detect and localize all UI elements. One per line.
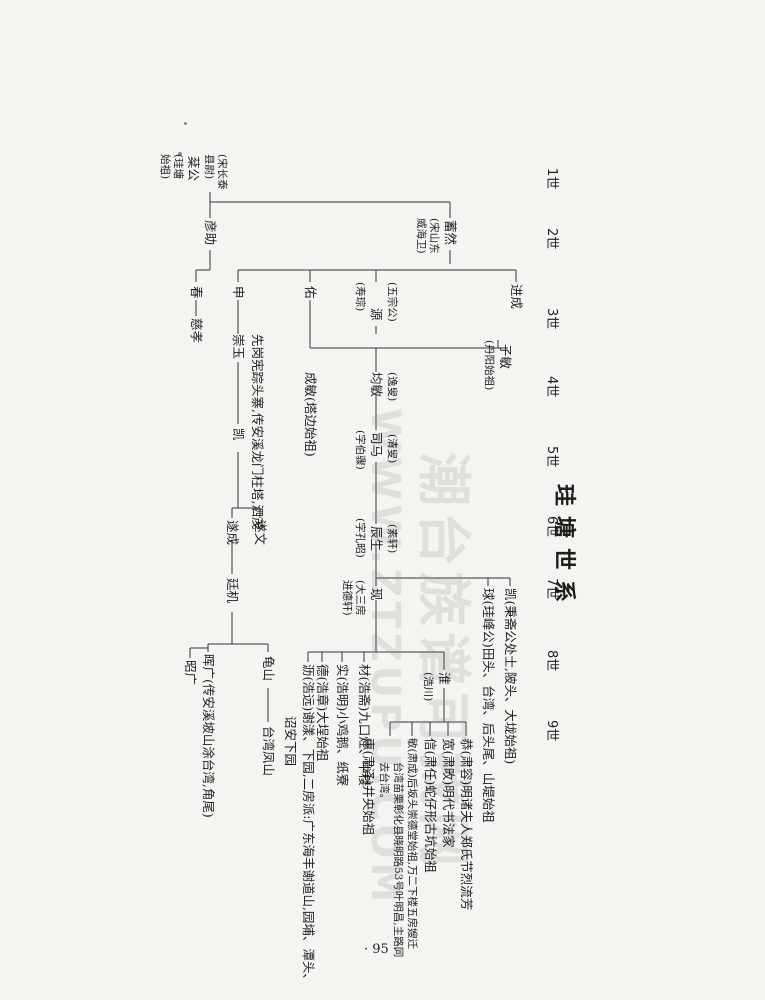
g4-name: 均敏 [369, 372, 384, 398]
g8-name: 昭广 [183, 660, 198, 686]
g4-note: (丹阳始祖) [483, 340, 495, 391]
g1-note: 始祖) [159, 154, 171, 180]
scan-speck [184, 122, 187, 125]
g7-name: 球(珪峰公)田头、台湾、后头尾、山堤始祖 [481, 588, 496, 823]
g6-note: (字孔昭) [354, 518, 366, 558]
generation-header-8: 8世 [544, 650, 559, 672]
g3-name: 慈孝 [189, 318, 204, 344]
g8-name: 龟山 [261, 656, 276, 682]
g8-note: 诏安下园 [283, 716, 298, 767]
generation-header-2: 2世 [544, 228, 559, 250]
g8-name: 实(浩明)小鸡鹅、纸寮 [335, 664, 350, 787]
g3-note: (五宗公) [386, 282, 398, 322]
g7-note: 进德轩) [341, 580, 353, 616]
g3-note: (寿琮) [354, 282, 366, 312]
g4-name: 成敏(塔边始祖) [303, 372, 318, 457]
genealogy-tree: 珪塘世系 潮台族谱可找网 WWW.ZTZUPU.COM 1世 2世 3世 4世 … [108, 72, 576, 986]
g8-note: (浩川) [422, 672, 434, 702]
g1-note: 县尉) [203, 154, 215, 180]
g7-name: 廷机 [225, 578, 240, 604]
g8-name: 沥(浩远)谢漾、下园,二房派:广东海丰谢道山,园埔、潭头、 [301, 664, 316, 986]
g7-name: 现 [369, 588, 384, 601]
g7-note: (大三房 [354, 580, 366, 616]
g8-name: 德(浩章)大埕始祖 [315, 664, 330, 762]
g6-name: 辰生 [369, 526, 384, 552]
g9-name: 宽(肃畋)明代书法家 [441, 738, 456, 848]
g5-note: (清叟) [386, 434, 398, 464]
g5-name: 凯 [231, 428, 246, 441]
g8-name: 晖广(传安溪坡山涂台湾,角尾) [201, 654, 216, 818]
g9-name: 敏(肃成)后坂头崇德堂始祖,万二下楼五房嫂迁 [406, 738, 418, 950]
g6-name: 遂成 [225, 520, 240, 546]
g8-name: 台湾凤山 [261, 726, 276, 777]
g5-note: (字伯骤) [354, 430, 366, 470]
generation-header-1: 1世 [544, 168, 559, 190]
g9-name: 恭(肃容)明诸夫人郑氏节烈流芳 [459, 738, 474, 911]
g6-name: 遂文 [253, 520, 268, 546]
g4-name: 崇玉 [231, 334, 246, 360]
g3-name: 进成 [509, 284, 524, 310]
g2-name: 蓄然 [443, 220, 458, 246]
page-number: · 95 · [364, 942, 398, 957]
g9-name: 惠(肃泽)井央始祖 [361, 738, 376, 836]
g5-name: 司马 [369, 432, 384, 458]
g1-note: (宋长泰 [216, 154, 228, 190]
g4-note: (逸叟) [386, 372, 398, 402]
g3-name: 春 [189, 286, 204, 299]
g9-name: 信(肃任)蛇仔形古坑始祖 [423, 738, 438, 873]
generation-header-4: 4世 [544, 376, 559, 398]
scan-speck [160, 170, 162, 172]
g3-name: 佑 [303, 286, 318, 299]
g9-note: 台湾苗栗彰化县晓明路53号叶明昌,主路同 [392, 762, 404, 958]
generation-header-6: 6世 [544, 516, 559, 538]
g8-name: 淮 [437, 672, 452, 685]
g7-name: 凯(秉斋公处士,陂头、大垅始祖) [503, 588, 518, 765]
g2-note: (宋山东 [428, 218, 440, 254]
g1-note: (珪塘 [172, 154, 184, 180]
g3-name: 源 [369, 308, 384, 321]
scan-speck [178, 152, 182, 156]
g1-founder-name: 棻公 [186, 156, 201, 182]
g4-note-line: 先岗宪踪头寨,传安溪龙门柱塔,泗茂 [250, 334, 265, 530]
generation-header-7: 7世 [544, 578, 559, 600]
g4-name: 子敏 [498, 344, 513, 370]
generation-header-5: 5世 [544, 446, 559, 468]
tree-connector-lines [189, 192, 517, 736]
generation-header-9: 9世 [544, 720, 559, 742]
g2-note: 威海卫) [415, 218, 427, 254]
g2-name: 彦助 [203, 220, 218, 246]
generation-header-3: 3世 [544, 308, 559, 330]
g9-note: 去台湾。 [378, 762, 390, 804]
g3-name: 申 [231, 286, 246, 299]
g6-note: (素轩) [386, 524, 398, 554]
